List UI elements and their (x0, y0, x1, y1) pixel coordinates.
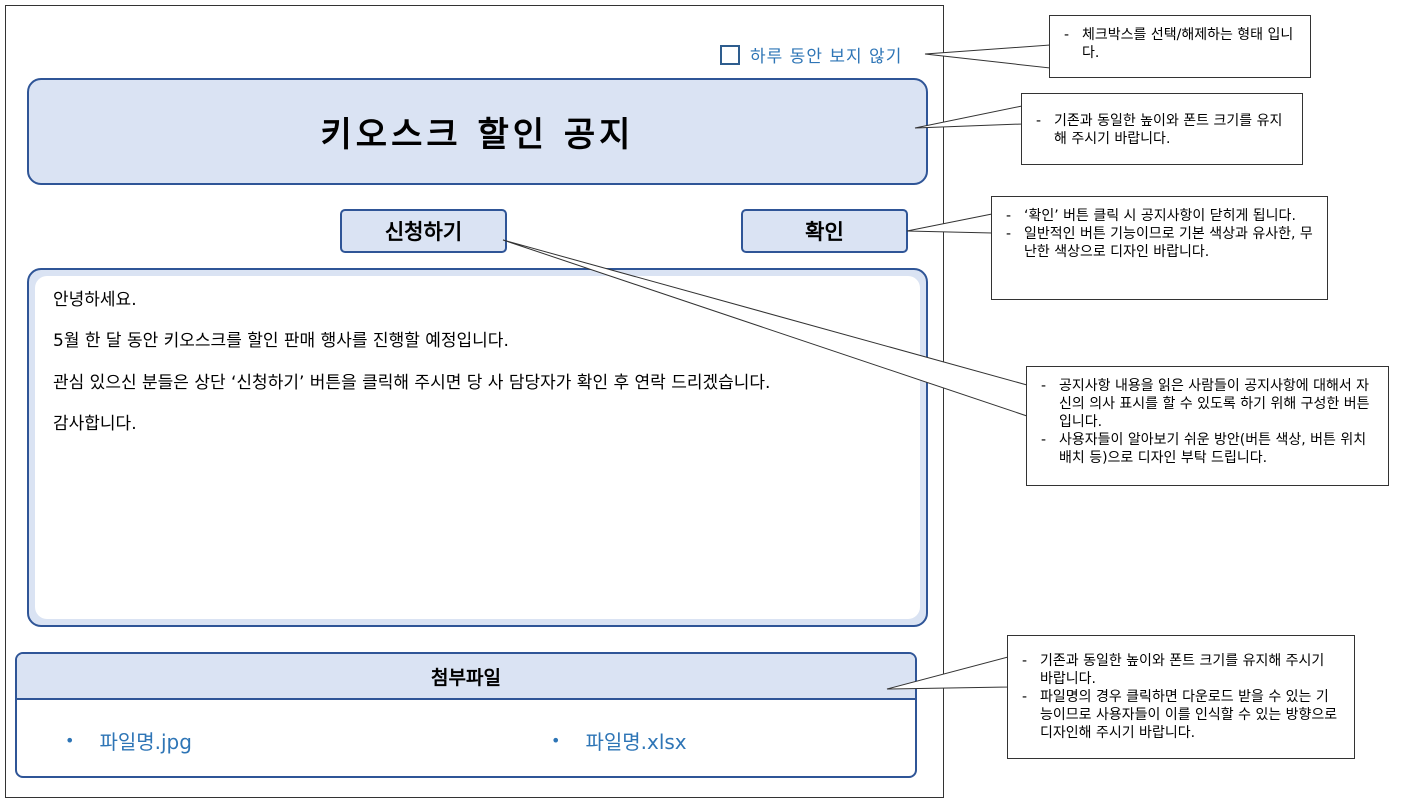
annotation-title: 기존과 동일한 높이와 폰트 크기를 유지해 주시기 바랍니다. (1021, 93, 1303, 165)
dont-show-today-label[interactable]: 하루 동안 보지 않기 (750, 47, 903, 67)
annotation-item: 공지사항 내용을 읽은 사람들이 공지사항에 대해서 자신의 의사 표시를 할 … (1041, 377, 1374, 431)
annotation-apply-button: 공지사항 내용을 읽은 사람들이 공지사항에 대해서 자신의 의사 표시를 할 … (1026, 366, 1389, 486)
attachment-file-link[interactable]: • 파일명.xlsx (551, 726, 687, 755)
attachments-header: 첨부파일 (17, 654, 915, 700)
annotation-item: 기존과 동일한 높이와 폰트 크기를 유지해 주시기 바랍니다. (1022, 652, 1340, 688)
annotation-checkbox: 체크박스를 선택/해제하는 형태 입니다. (1049, 15, 1311, 78)
annotation-item: 체크박스를 선택/해제하는 형태 입니다. (1064, 26, 1296, 62)
attachment-file-name[interactable]: 파일명.xlsx (585, 730, 687, 754)
notice-line: 5월 한 달 동안 키오스크를 할인 판매 행사를 진행할 예정입니다. (53, 331, 509, 352)
notice-line: 감사합니다. (53, 414, 137, 435)
annotation-item: 기존과 동일한 높이와 폰트 크기를 유지해 주시기 바랍니다. (1036, 112, 1288, 148)
attachment-file-link[interactable]: • 파일명.jpg (65, 726, 192, 755)
confirm-button[interactable]: 확인 (741, 209, 908, 253)
dont-show-today-checkbox[interactable] (720, 44, 740, 65)
notice-content: 안녕하세요. 5월 한 달 동안 키오스크를 할인 판매 행사를 진행할 예정입… (35, 276, 920, 619)
notice-title-box: 키오스크 할인 공지 (27, 78, 928, 185)
notice-content-panel: 안녕하세요. 5월 한 달 동안 키오스크를 할인 판매 행사를 진행할 예정입… (27, 268, 928, 627)
attachments-panel: 첨부파일 • 파일명.jpg • 파일명.xlsx (15, 652, 917, 778)
dont-show-today-option[interactable]: 하루 동안 보지 않기 (720, 42, 902, 67)
attachment-file-name[interactable]: 파일명.jpg (99, 730, 192, 754)
notice-line: 안녕하세요. (53, 290, 137, 310)
annotation-item: ‘확인’ 버튼 클릭 시 공지사항이 닫히게 됩니다. (1006, 207, 1313, 225)
annotation-item: 사용자들이 알아보기 쉬운 방안(버튼 색상, 버튼 위치 배치 등)으로 디자… (1041, 431, 1374, 467)
annotation-item: 파일명의 경우 클릭하면 다운로드 받을 수 있는 기능이므로 사용자들이 이를… (1022, 688, 1340, 742)
annotation-confirm-button: ‘확인’ 버튼 클릭 시 공지사항이 닫히게 됩니다. 일반적인 버튼 기능이므… (991, 196, 1328, 300)
annotation-attachments: 기존과 동일한 높이와 폰트 크기를 유지해 주시기 바랍니다. 파일명의 경우… (1007, 635, 1355, 759)
notice-title: 키오스크 할인 공지 (320, 115, 635, 155)
apply-button[interactable]: 신청하기 (340, 209, 507, 253)
bullet-icon: • (551, 731, 561, 750)
notice-line: 관심 있으신 분들은 상단 ‘신청하기’ 버튼을 클릭해 주시면 당 사 담당자… (53, 372, 771, 393)
bullet-icon: • (65, 731, 75, 750)
annotation-item: 일반적인 버튼 기능이므로 기본 색상과 유사한, 무난한 색상으로 디자인 바… (1006, 225, 1313, 261)
